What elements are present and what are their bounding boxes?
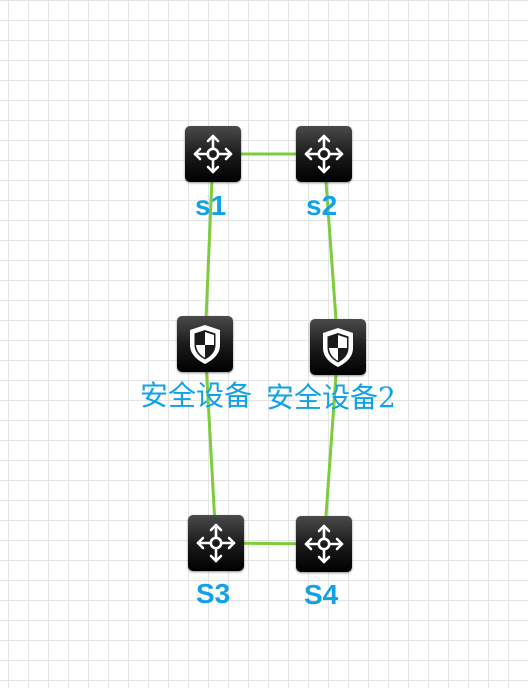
router-icon (304, 134, 344, 174)
link-fw1-s3 (203, 342, 218, 545)
router-s2[interactable] (296, 126, 352, 182)
device-label-s3: S3 (196, 578, 231, 609)
firewall-icon (323, 328, 353, 367)
device-label-s4: S4 (304, 579, 339, 610)
link-s1-fw1 (203, 152, 215, 346)
firewall-fw2[interactable] (310, 319, 366, 375)
router-s4[interactable] (296, 516, 352, 572)
router-icon (304, 524, 344, 564)
firewall-icon (190, 325, 220, 364)
link-fw2-s4 (322, 345, 340, 546)
device-label-fw2: 安全设备2 (266, 381, 396, 414)
firewall-fw1[interactable] (177, 316, 233, 372)
device-label-fw1: 安全设备 (140, 379, 253, 412)
link-s2-fw2 (322, 152, 340, 349)
router-icon (193, 134, 233, 174)
device-label-s1: s1 (195, 190, 227, 221)
device-label-s2: s2 (306, 190, 338, 221)
router-s3[interactable] (188, 515, 244, 571)
router-s1[interactable] (185, 126, 241, 182)
router-icon (196, 523, 236, 563)
